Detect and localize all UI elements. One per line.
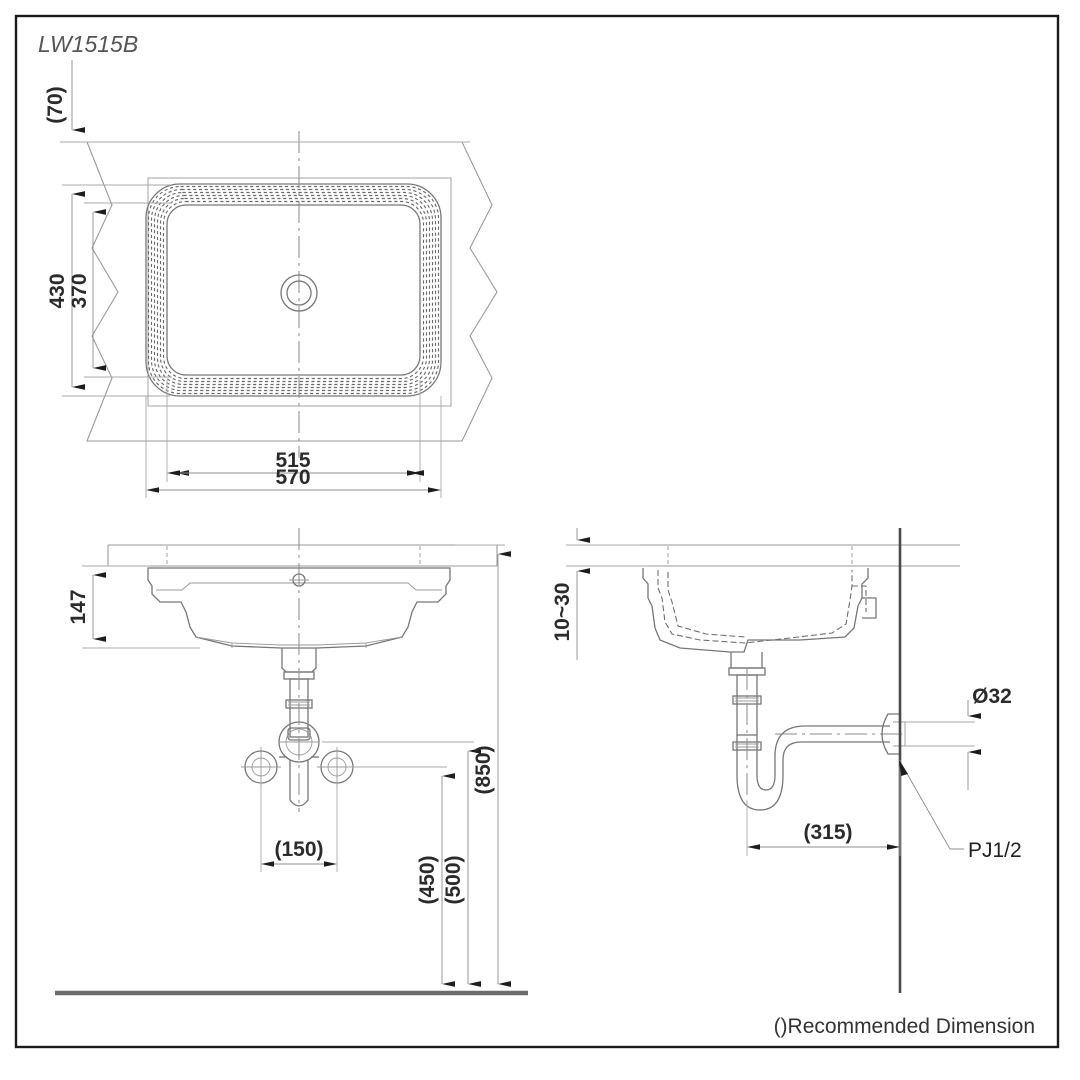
dim-label-315: (315) — [803, 821, 852, 844]
dim-label-515: 515 — [275, 449, 310, 472]
basin-side-hidden-line-2 — [667, 572, 746, 638]
dim-label-147: 147 — [67, 589, 90, 624]
dim-trap-height-500: (500) — [322, 741, 481, 987]
dim-width-515: 515 — [166, 380, 424, 482]
p-trap-side — [732, 668, 905, 811]
dim-label-diameter-32: Ø32 — [972, 685, 1012, 708]
dim-basin-depth-147: 147 — [67, 565, 200, 649]
dim-label-70: (70) — [44, 86, 67, 123]
dim-label-450: (450) — [416, 855, 439, 904]
dim-label-370: 370 — [68, 273, 91, 308]
basin-rim-hatch — [147, 185, 440, 395]
drawing-title: LW1515B — [38, 31, 138, 57]
dim-rim-height-850: (850) — [455, 544, 511, 987]
dim-label-150: (150) — [274, 838, 323, 861]
leader-pj12: PJ1/2 — [899, 760, 1022, 862]
dim-label-500: (500) — [442, 855, 465, 904]
dim-height-430: 430 — [46, 184, 170, 397]
drain-hole-plan — [280, 274, 318, 312]
side-section-view: 10~30 (315) Ø32 PJ1/2 — [551, 528, 1022, 993]
basin-front-profile — [147, 567, 451, 649]
dim-rim-offset-70: (70) — [44, 60, 470, 143]
footer-note: ()Recommended Dimension — [774, 1015, 1035, 1038]
dim-valve-spacing-150: (150) — [260, 780, 338, 872]
dim-label-10-30: 10~30 — [551, 583, 574, 642]
dim-wall-offset-315: (315) — [746, 760, 901, 856]
dim-drain-diameter-32: Ø32 — [905, 685, 1012, 790]
basin-side-overflow-boss — [862, 597, 877, 619]
basin-side-hidden-line — [657, 570, 853, 644]
drawing-frame — [14, 14, 1060, 1049]
dim-valve-height-450: (450) — [348, 766, 455, 987]
dim-label-430: 430 — [46, 273, 69, 308]
label-pj12: PJ1/2 — [968, 839, 1022, 862]
basin-side-hidden-boss — [852, 585, 867, 612]
dim-label-570: 570 — [275, 466, 310, 489]
dim-label-850: (850) — [472, 745, 495, 794]
dim-counter-thickness-10-30: 10~30 — [551, 528, 648, 660]
top-view: (70) 430 370 515 — [44, 60, 498, 498]
front-elevation-view: 147 (150) (450) (500) (850) — [67, 528, 511, 987]
trap-body-front — [278, 721, 320, 807]
basin-inner-edge — [166, 204, 421, 376]
dim-height-370: 370 — [68, 202, 172, 378]
basin-outer-edge — [145, 183, 442, 397]
side-counter-slab — [580, 544, 960, 567]
basin-side-profile — [642, 568, 869, 653]
front-counter-slab — [107, 544, 498, 567]
dim-width-570: 570 — [145, 396, 442, 498]
